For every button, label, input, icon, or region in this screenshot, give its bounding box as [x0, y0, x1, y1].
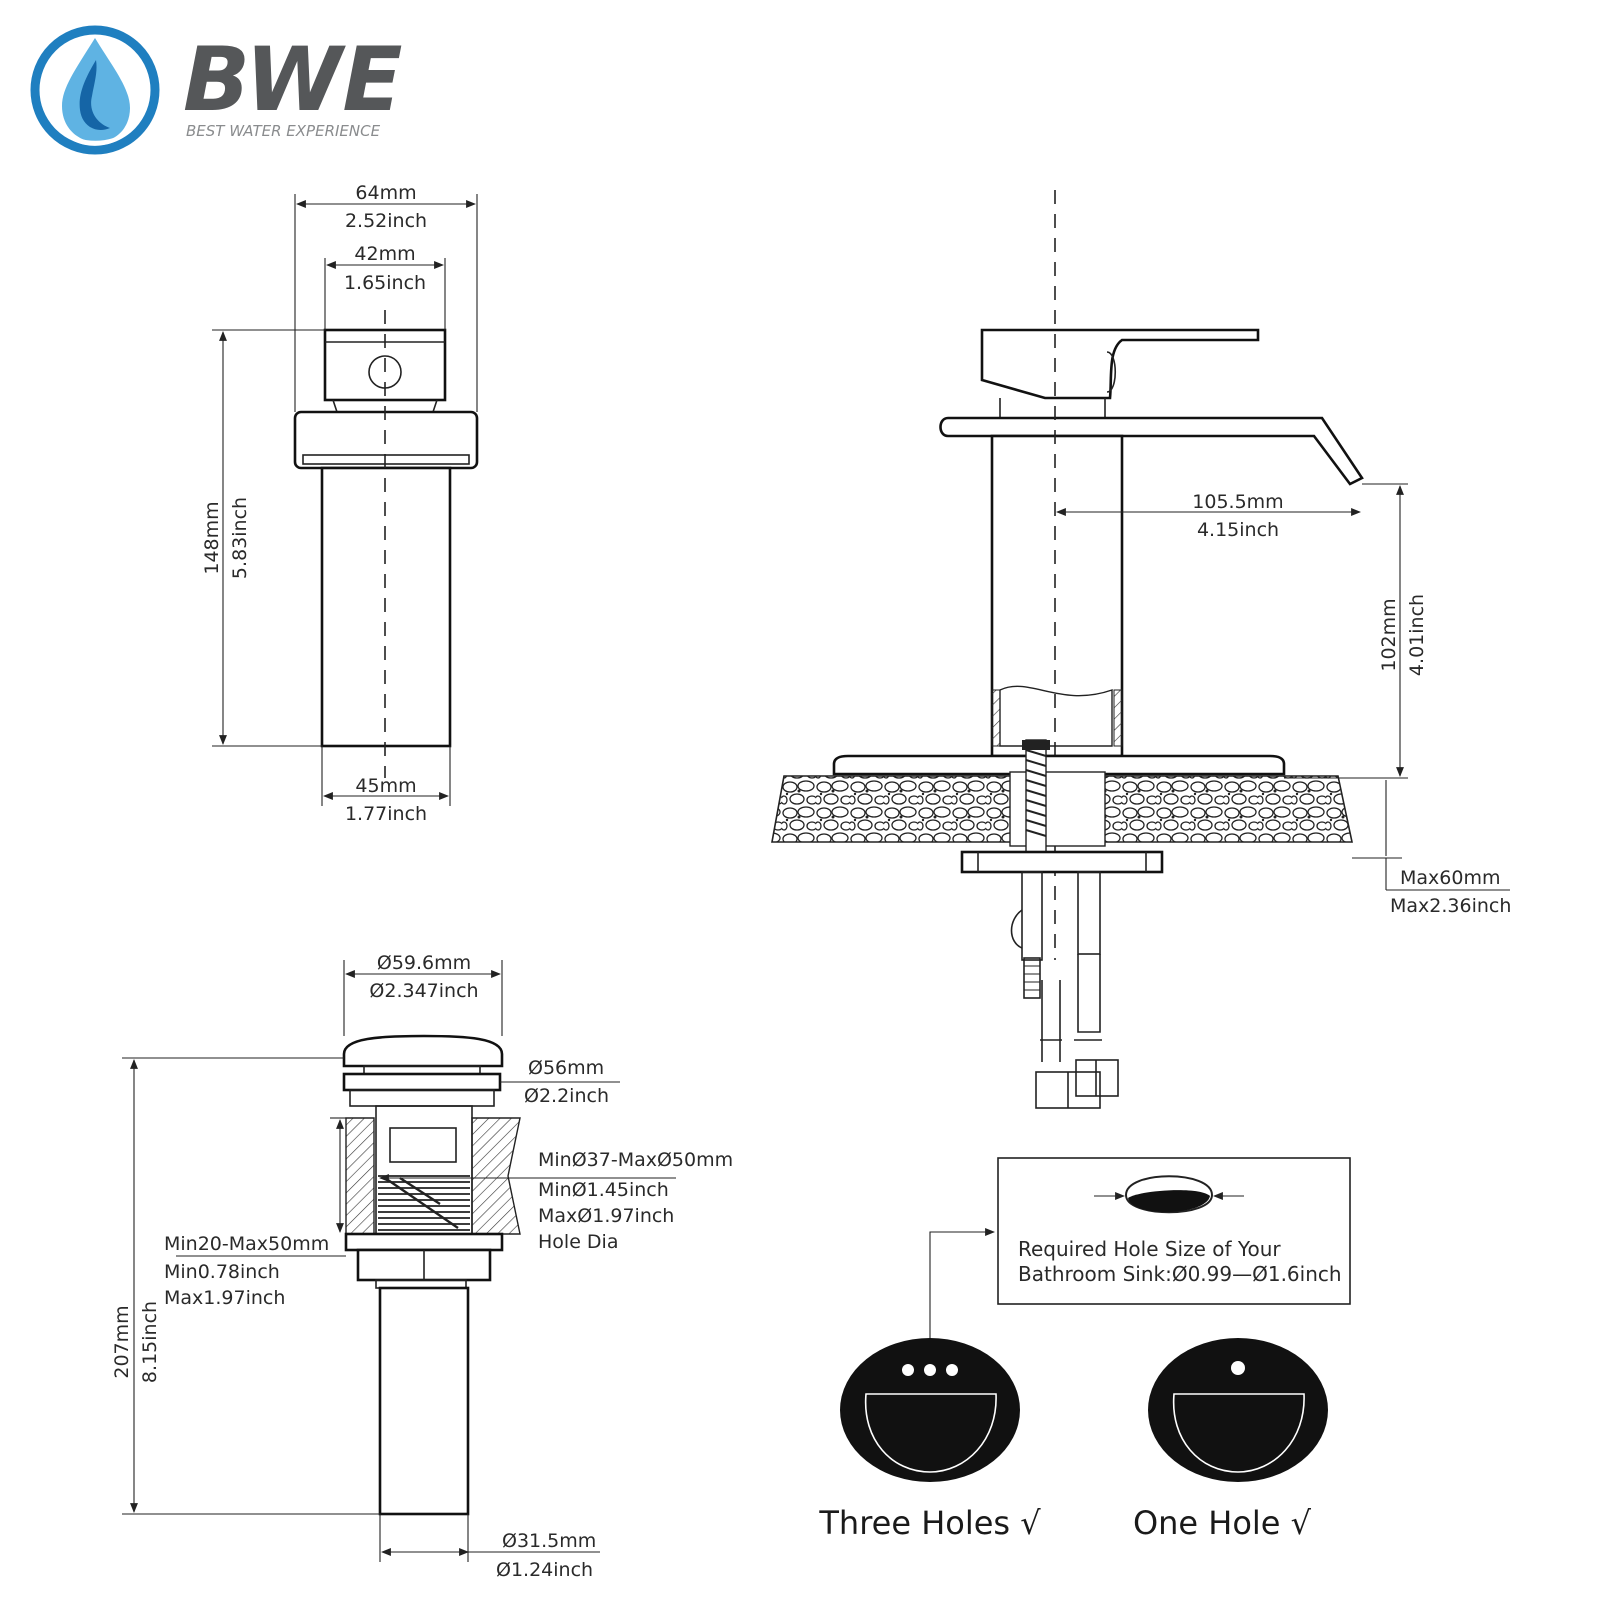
- hole-size-note: Required Hole Size of Your Bathroom Sink…: [929, 1157, 1351, 1344]
- sink-three-holes: Three Holes √: [818, 1338, 1041, 1542]
- pop-up-drain-view: Ø59.6mm Ø2.347inch Ø56mm Ø2.2inch MinØ37…: [111, 952, 733, 1581]
- hole-note-line1: Required Hole Size of Your: [1018, 1237, 1281, 1261]
- dim-top-width-in: 2.52inch: [345, 210, 427, 232]
- faucet-hole-icon: [924, 1364, 936, 1376]
- dim-flange-dia-mm: Ø56mm: [528, 1057, 604, 1079]
- dim-hole-min-in: MinØ1.45inch: [538, 1179, 669, 1201]
- brand-logo: BWE BEST WATER EXPERIENCE: [30, 25, 402, 155]
- dim-drain-height-mm: 207mm: [111, 1305, 133, 1378]
- dim-reach-in: 4.15inch: [1197, 519, 1279, 541]
- hole-note-line2: Bathroom Sink:Ø0.99—Ø1.6inch: [1018, 1262, 1342, 1286]
- faucet-hole-icon: [946, 1364, 958, 1376]
- faucet-side-view: 105.5mm 4.15inch 102mm 4.01inch Max60mm …: [771, 190, 1511, 1109]
- caption-three-holes: Three Holes √: [818, 1504, 1041, 1542]
- logo-ring-icon: [30, 25, 160, 155]
- sink-one-hole: One Hole √: [1133, 1338, 1328, 1542]
- caption-one-hole: One Hole √: [1133, 1504, 1312, 1542]
- dim-hole-range-mm: MinØ37-MaxØ50mm: [538, 1149, 733, 1171]
- dim-tail-dia-in: Ø1.24inch: [496, 1559, 593, 1581]
- dim-spout-height-mm: 102mm: [1378, 598, 1400, 671]
- brand-tagline: BEST WATER EXPERIENCE: [186, 122, 381, 140]
- dim-flange-dia-in: Ø2.2inch: [524, 1085, 609, 1107]
- dim-tail-dia-mm: Ø31.5mm: [502, 1530, 596, 1552]
- dim-handle-width-in: 1.65inch: [344, 272, 426, 294]
- water-drop-icon: [62, 38, 130, 142]
- dim-thickness-max-in: Max1.97inch: [164, 1287, 285, 1309]
- dim-height-mm: 148mm: [201, 501, 223, 574]
- dim-base-width-in: 1.77inch: [345, 803, 427, 825]
- faucet-hole-icon: [902, 1364, 914, 1376]
- dim-deck-max-mm: Max60mm: [1400, 867, 1500, 889]
- dim-reach-mm: 105.5mm: [1192, 491, 1283, 513]
- dim-spout-height-in: 4.01inch: [1406, 594, 1428, 676]
- dim-drain-height-in: 8.15inch: [139, 1301, 161, 1383]
- dim-hole-label: Hole Dia: [538, 1231, 618, 1253]
- dim-cap-dia-in: Ø2.347inch: [369, 980, 478, 1002]
- mounting-hole-icon: [1128, 1190, 1210, 1213]
- dim-thickness-mm: Min20-Max50mm: [164, 1233, 329, 1255]
- dim-base-width-mm: 45mm: [355, 775, 416, 797]
- faucet-hole-icon: [1231, 1361, 1245, 1375]
- dim-handle-width-mm: 42mm: [354, 243, 415, 265]
- faucet-front-view: 64mm 2.52inch 42mm 1.65inch 148mm 5.83in…: [201, 182, 479, 825]
- dim-cap-dia-mm: Ø59.6mm: [377, 952, 471, 974]
- dim-thickness-min-in: Min0.78inch: [164, 1261, 280, 1283]
- dim-hole-max-in: MaxØ1.97inch: [538, 1205, 674, 1227]
- dim-top-width-mm: 64mm: [355, 182, 416, 204]
- brand-name: BWE: [183, 28, 402, 131]
- dim-height-in: 5.83inch: [229, 497, 251, 579]
- dim-deck-max-in: Max2.36inch: [1390, 895, 1511, 917]
